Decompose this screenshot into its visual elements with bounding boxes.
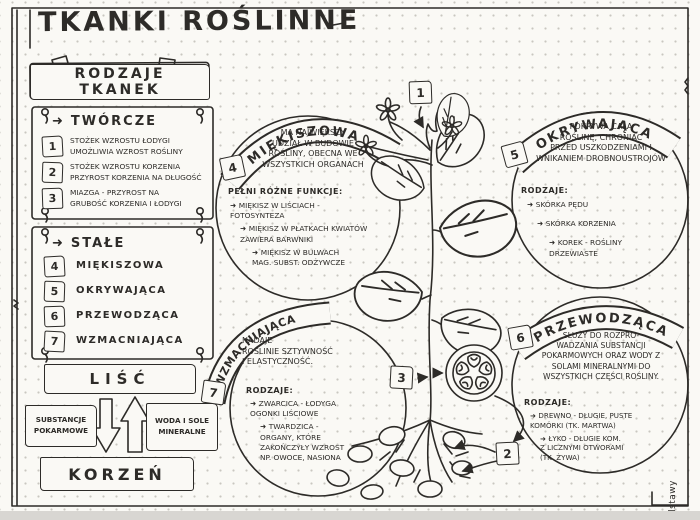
stale-item-6: PRZEWODZĄCA — [76, 310, 180, 321]
bullet: TWARDZICA - ORGANY, KTÓRE ZAKOŃCZYŁY WZR… — [260, 422, 344, 463]
section-tworcze-label: TWÓRCZE — [70, 114, 158, 129]
bullet: MIĘKISZ W BULWACH MAG. SUBST. ODŻYWCZE — [252, 248, 367, 268]
arrow-icon: ➜ — [52, 236, 65, 251]
water-minerals-label: WODA I SOLE MINERALNE — [146, 403, 218, 451]
stamp-7: 7 — [43, 330, 66, 353]
okrywajaca-sub: RODZAJE: — [521, 186, 569, 195]
stamp-4: 4 — [43, 255, 66, 278]
stamp-6: 6 — [43, 305, 66, 328]
okrywajaca-bullets: SKÓRKA PĘDU SKÓRKA KORZENIA KOREK - ROŚL… — [527, 200, 622, 262]
sidebar-header: RODZAJE TKANEK — [30, 64, 210, 100]
page-border — [11, 7, 689, 507]
section-stale-label: STAŁE — [70, 236, 126, 251]
stale-item-4: MIĘKISZOWA — [76, 260, 165, 271]
circle-stamp-6: 6 — [507, 324, 534, 351]
plant-label-3: 3 — [389, 365, 414, 390]
flow-arrows — [91, 396, 150, 453]
section-stale: ➜ STAŁE — [52, 236, 125, 251]
bullet: DREWNO - DŁUGIE, PUSTE KOMÓRKI (TK. MART… — [530, 411, 632, 431]
arrow-icon: ➜ — [52, 114, 65, 129]
bullet: MIĘKISZ W PŁATKACH KWIATÓW ZAWIERA BARWN… — [240, 224, 367, 244]
tworcze-item-2: STOŻEK WZROSTU KORZENIA PRZYROST KORZENI… — [70, 162, 202, 182]
bullet: SKÓRKA PĘDU — [527, 200, 622, 210]
scan-edge-strip — [0, 511, 700, 520]
wzmacniajaca-bullets: ZWARCICA - ŁODYGA OGONKI LIŚCIOWE TWARDZ… — [250, 399, 344, 466]
bullet: SKÓRKA KORZENIA — [537, 219, 622, 229]
stamp-5: 5 — [43, 280, 66, 303]
food-substances-label: SUBSTANCJE POKARMOWE — [25, 405, 97, 447]
przewodzaca-sub: RODZAJE: — [524, 398, 572, 407]
tworcze-item-1: STOŻEK WZROSTU ŁODYGI UMOŻLIWIA WZROST R… — [70, 136, 183, 156]
stamp-1: 1 — [41, 135, 64, 158]
miekiszowa-desc: MA NAJWIĘKSZY UDZIAŁ W BUDOWIE ROŚLINY, … — [262, 128, 364, 170]
plant-illustration — [326, 88, 520, 500]
tworcze-item-3: MIAZGA - PRZYROST NA GRUBOŚĆ KORZENIA I … — [70, 188, 182, 208]
banner-ribbons — [202, 111, 685, 405]
okrywajaca-desc: POKRYWA CAŁĄ ROŚLINĘ, CHRONIĄC PRZED USZ… — [536, 122, 666, 164]
stamp-2: 2 — [41, 161, 64, 184]
stale-item-7: WZMACNIAJĄCA — [76, 335, 184, 346]
plant-label-1: 1 — [408, 80, 433, 105]
circle-stamp-7: 7 — [200, 379, 227, 406]
bullet: MIĘKISZ W LIŚCIACH - FOTOSYNTEZA — [230, 201, 367, 221]
root-box: KORZEŃ — [40, 457, 194, 491]
leaf-box: LIŚĆ — [44, 364, 196, 394]
plant-label-2: 2 — [495, 441, 520, 466]
miekiszowa-sub: PEŁNI RÓŻNE FUNKCJE: — [228, 187, 343, 196]
section-tworcze: ➜ TWÓRCZE — [52, 114, 157, 129]
stale-item-5: OKRYWAJĄCA — [76, 285, 167, 296]
wzmacniajaca-sub: RODZAJE: — [246, 386, 294, 395]
wzmacniajaca-desc: NADAJE ROŚLINIE SZTYWNOŚĆ I ELASTYCZNOŚĆ… — [242, 336, 333, 367]
miekiszowa-bullets: MIĘKISZ W LIŚCIACH - FOTOSYNTEZA MIĘKISZ… — [230, 201, 367, 271]
bullet: ŁYKO - DŁUGIE KOM. Z LICZNYMI OTWORAMI (… — [540, 434, 632, 463]
bullet: KOREK - ROŚLINY DRZEWIASTE — [549, 238, 622, 258]
stamp-3: 3 — [41, 187, 64, 210]
stem-cross-section — [445, 344, 503, 402]
label-arrows — [413, 106, 525, 474]
bullet: ZWARCICA - ŁODYGA OGONKI LIŚCIOWE — [250, 399, 344, 419]
przewodzaca-desc: SŁUŻY DO ROZPRO- WADZANIA SUBSTANCJI POK… — [541, 331, 661, 381]
przewodzaca-bullets: DREWNO - DŁUGIE, PUSTE KOMÓRKI (TK. MART… — [530, 411, 632, 466]
page-title: TKANKI ROŚLINNE — [37, 4, 361, 39]
circle-stamp-4: 4 — [218, 153, 247, 182]
